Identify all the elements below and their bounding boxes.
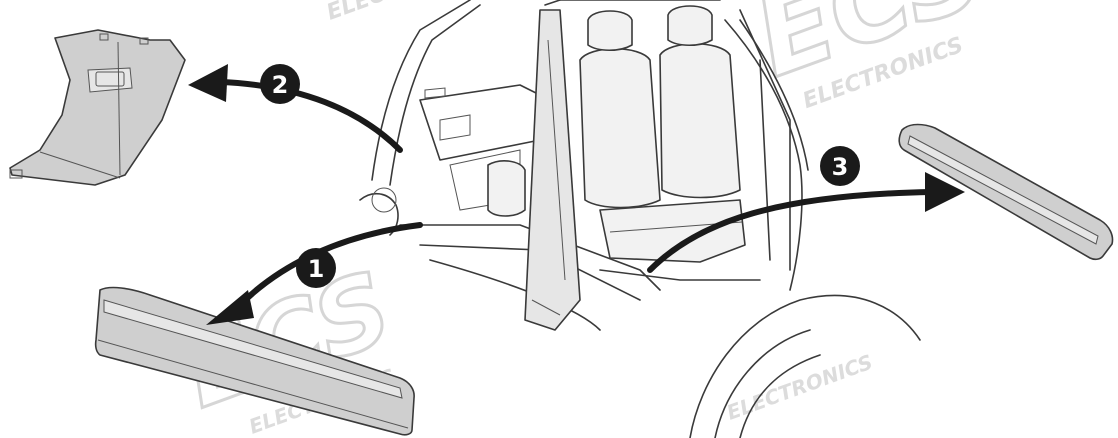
step-number-2: 2 <box>272 71 289 99</box>
kick-panel-part <box>10 30 185 185</box>
svg-text:ELECTRONICS: ELECTRONICS <box>724 350 876 425</box>
watermark-top: ECS ELECTRONICS <box>739 0 1007 121</box>
step-number-1: 1 <box>308 255 325 283</box>
svg-text:ELECTRONICS: ELECTRONICS <box>324 0 491 26</box>
watermark-bottom-right: ELECTRONICS <box>724 350 876 425</box>
watermark-top-left: ELECTRONICS <box>324 0 491 26</box>
step-badge-2: 2 <box>260 64 300 104</box>
step-badge-3: 3 <box>820 146 860 186</box>
step-badge-1: 1 <box>296 248 336 288</box>
step-number-3: 3 <box>832 153 849 181</box>
